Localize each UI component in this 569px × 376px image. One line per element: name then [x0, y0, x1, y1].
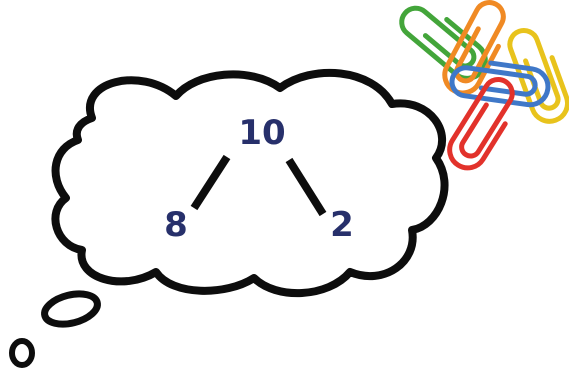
whole-number: 10 [238, 113, 285, 153]
thought-bubble-large [41, 290, 101, 328]
paperclip-blue-icon [449, 60, 551, 108]
paperclip-red-icon [447, 77, 515, 171]
thought-bubble-small [9, 338, 35, 368]
connector-right [285, 157, 327, 217]
paperclip-yellow-icon [507, 28, 569, 124]
thought-cloud [51, 68, 449, 298]
part-left-number: 8 [164, 205, 188, 245]
connector-left [190, 154, 231, 211]
part-right-number: 2 [330, 205, 354, 245]
